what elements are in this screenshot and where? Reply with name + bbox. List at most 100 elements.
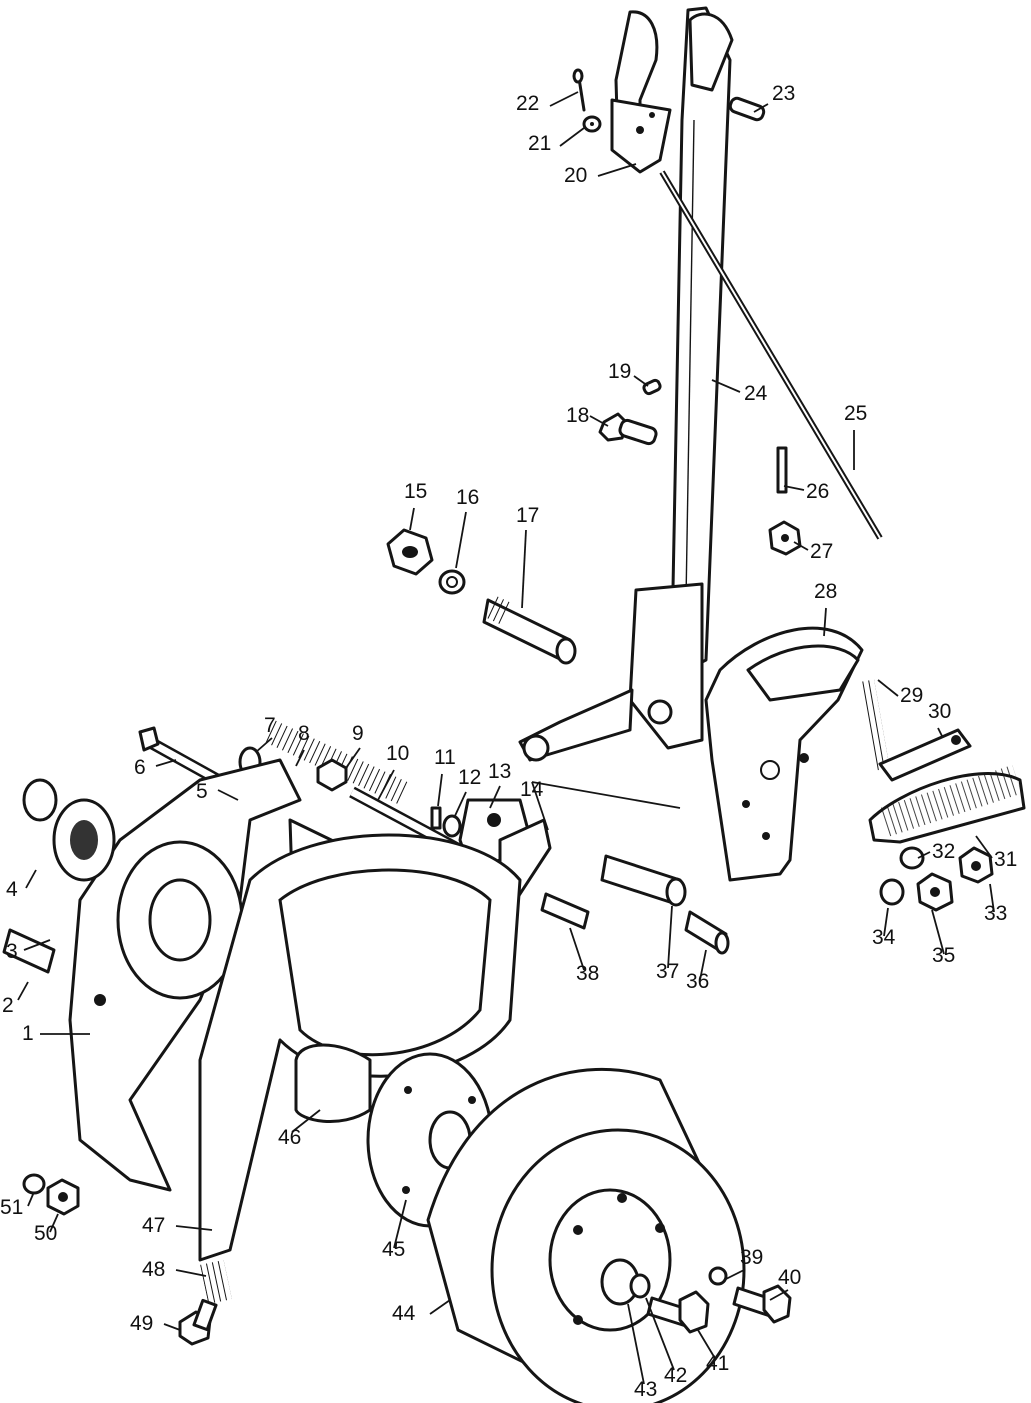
leader-47 xyxy=(175,1225,213,1231)
pin-36 xyxy=(684,910,730,955)
spring-48 xyxy=(200,1259,232,1305)
leader-18 xyxy=(589,415,609,427)
callout-11: 11 xyxy=(434,746,456,769)
leader-34 xyxy=(883,907,889,937)
callout-31: 31 xyxy=(994,848,1017,871)
callout-23: 23 xyxy=(772,82,795,105)
callout-2: 2 xyxy=(2,994,14,1017)
leader-26 xyxy=(783,485,805,491)
nut-50 xyxy=(46,1178,80,1216)
callout-34: 34 xyxy=(872,926,896,949)
leader-28 xyxy=(823,607,827,637)
leader-37 xyxy=(667,905,673,969)
leader-19 xyxy=(633,375,649,387)
callout-38: 38 xyxy=(576,962,599,985)
bolt-49 xyxy=(178,1298,218,1346)
leader-46 xyxy=(291,1109,321,1133)
leader-24 xyxy=(711,379,741,393)
leader-35 xyxy=(931,909,945,955)
callout-44: 44 xyxy=(392,1302,416,1325)
leader-11 xyxy=(437,773,443,807)
pin-38 xyxy=(540,892,590,930)
leader-8 xyxy=(295,749,305,767)
washer-21 xyxy=(582,115,602,133)
leader-20 xyxy=(597,163,637,177)
nut-33 xyxy=(958,846,994,884)
callout-20: 20 xyxy=(564,164,587,187)
callout-49: 49 xyxy=(130,1312,153,1335)
bolt-40 xyxy=(732,1284,792,1324)
washer-34 xyxy=(879,878,905,906)
leader-17 xyxy=(521,529,527,609)
leader-30 xyxy=(937,727,943,737)
shaft-46 xyxy=(294,1043,372,1124)
callout-43: 43 xyxy=(634,1378,657,1401)
leader-50 xyxy=(49,1213,59,1233)
callout-30: 30 xyxy=(928,700,951,723)
callout-26: 26 xyxy=(806,480,829,503)
callout-12: 12 xyxy=(458,766,481,789)
callout-15: 15 xyxy=(404,480,427,503)
leader-38 xyxy=(569,927,585,971)
nut-27 xyxy=(768,520,802,556)
callout-1: 1 xyxy=(22,1022,34,1045)
leader-5 xyxy=(217,789,239,801)
cam-plate-28 xyxy=(704,626,864,882)
callout-9: 9 xyxy=(352,722,364,745)
callout-29: 29 xyxy=(900,684,923,707)
leader-49 xyxy=(163,1323,181,1331)
leader-51 xyxy=(27,1191,35,1207)
callout-25: 25 xyxy=(844,402,867,425)
leader-13 xyxy=(489,785,501,809)
leader-33 xyxy=(989,883,995,913)
leader-41 xyxy=(697,1329,717,1361)
spring-29 xyxy=(860,679,890,771)
housing-1 xyxy=(68,758,358,1192)
leader-14 xyxy=(531,781,549,831)
leader-2 xyxy=(17,981,29,1001)
callout-41: 41 xyxy=(706,1352,729,1375)
callout-7: 7 xyxy=(264,714,276,737)
callout-21: 21 xyxy=(528,132,551,155)
callout-28: 28 xyxy=(814,580,837,603)
callout-42: 42 xyxy=(664,1364,687,1387)
washer-42 xyxy=(629,1273,651,1299)
callout-19: 19 xyxy=(608,360,631,383)
leader-32 xyxy=(917,851,931,859)
handle-grip-20 xyxy=(610,10,672,174)
bolt-41 xyxy=(646,1290,710,1334)
callout-39: 39 xyxy=(740,1246,763,1269)
callout-18: 18 xyxy=(566,404,589,427)
callout-36: 36 xyxy=(686,970,709,993)
callout-50: 50 xyxy=(34,1222,57,1245)
callout-35: 35 xyxy=(932,944,955,967)
callout-32: 32 xyxy=(932,840,955,863)
leader-43 xyxy=(627,1303,645,1385)
lever-24 xyxy=(670,6,734,670)
leader-6 xyxy=(155,759,177,767)
leader-4 xyxy=(25,869,37,889)
bracket-base xyxy=(518,582,704,762)
pin-22 xyxy=(572,68,586,112)
callout-33: 33 xyxy=(984,902,1007,925)
leader-31 xyxy=(975,835,993,859)
washer-32 xyxy=(899,846,925,870)
callout-51: 51 xyxy=(0,1196,23,1219)
callout-45: 45 xyxy=(382,1238,405,1261)
callout-24: 24 xyxy=(744,382,768,405)
callout-13: 13 xyxy=(488,760,511,783)
washer-39 xyxy=(708,1266,728,1286)
arm-30 xyxy=(878,728,972,782)
callout-46: 46 xyxy=(278,1126,301,1149)
rod-25 xyxy=(659,170,883,540)
cotter-11 xyxy=(430,806,442,830)
leader-39 xyxy=(723,1269,745,1281)
leader-16 xyxy=(455,511,467,569)
callout-48: 48 xyxy=(142,1258,165,1281)
cotter-26 xyxy=(776,446,788,494)
leader-12 xyxy=(453,791,467,819)
leader-23 xyxy=(753,103,769,113)
callout-40: 40 xyxy=(778,1266,801,1289)
